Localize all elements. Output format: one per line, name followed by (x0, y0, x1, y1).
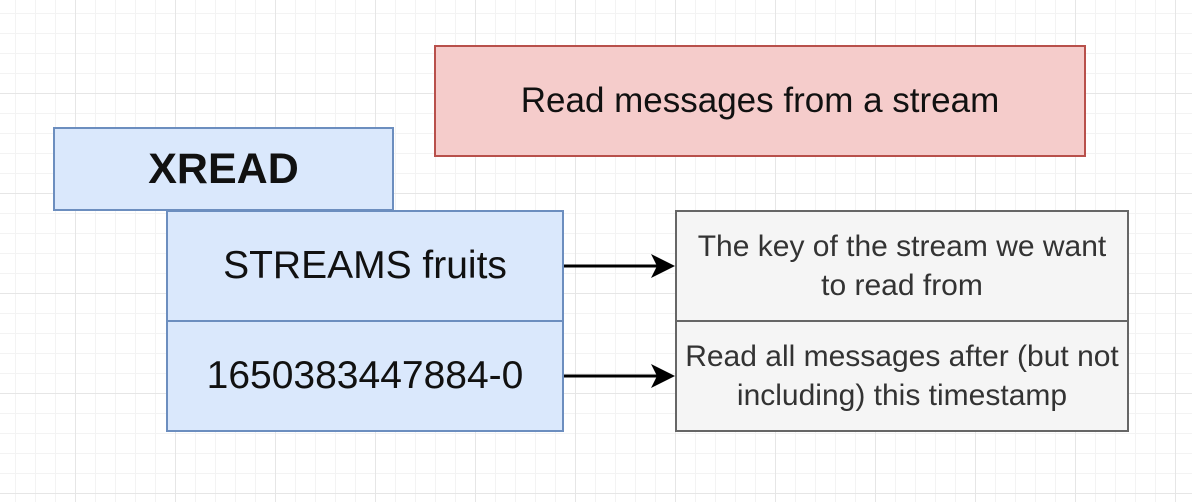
diagram-title-box: Read messages from a stream (434, 45, 1086, 157)
note-stream-key-box: The key of the stream we want to read fr… (675, 210, 1129, 322)
note-stream-key-text: The key of the stream we want to read fr… (697, 230, 1107, 302)
note-timestamp-box: Read all messages after (but not includi… (675, 320, 1129, 432)
diagram-title: Read messages from a stream (520, 81, 1000, 120)
argument-streams-box: STREAMS fruits (166, 210, 564, 322)
command-box: XREAD (53, 127, 394, 211)
note-timestamp-text: Read all messages after (but not includi… (685, 340, 1119, 412)
command-label: XREAD (148, 144, 299, 193)
argument-id-box: 1650383447884-0 (166, 320, 564, 432)
argument-streams-label: STREAMS fruits (223, 244, 507, 287)
argument-id-label: 1650383447884-0 (206, 354, 524, 397)
